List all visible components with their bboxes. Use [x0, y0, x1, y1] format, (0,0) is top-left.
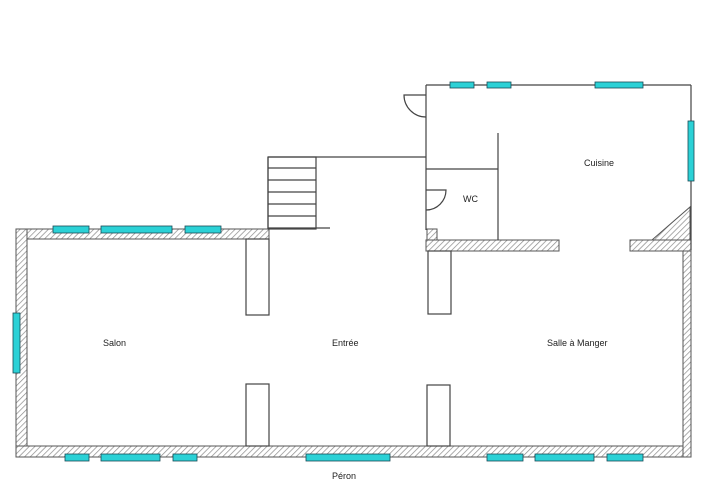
window [606, 453, 644, 462]
staircase [267, 156, 330, 230]
label-salon: Salon [103, 338, 126, 348]
wall-right [682, 249, 692, 458]
window [52, 225, 90, 234]
pillar-upper-left [245, 238, 270, 316]
stairs-frame [267, 156, 317, 230]
pillars [245, 238, 452, 447]
wall-corner-block [426, 228, 438, 241]
thin-walls [267, 84, 692, 250]
label-wc: WC [463, 194, 478, 204]
window [64, 453, 90, 462]
window [449, 81, 475, 89]
label-entree: Entrée [332, 338, 359, 348]
front-door [305, 453, 391, 462]
window [594, 81, 644, 89]
pillar-lower-right [426, 384, 451, 447]
pillar-upper-right [427, 250, 452, 315]
chimney [650, 205, 691, 241]
label-cuisine: Cuisine [584, 158, 614, 168]
window [486, 81, 512, 89]
window [12, 312, 21, 374]
window [184, 225, 222, 234]
label-peron: Péron [332, 471, 356, 481]
window [534, 453, 595, 462]
outer-walls [15, 205, 692, 458]
window [486, 453, 524, 462]
door-swing-wc [425, 189, 447, 211]
door-swing-top [403, 94, 427, 118]
windows [12, 81, 695, 462]
window [687, 120, 695, 182]
pillar-lower-left [245, 383, 270, 447]
wall-partition-right [629, 239, 692, 252]
label-salle-a-manger: Salle à Manger [547, 338, 608, 348]
room-labels: Salon Entrée Salle à Manger Cuisine WC P… [103, 158, 614, 481]
window [172, 453, 198, 462]
window [100, 225, 173, 234]
wall-partition-left [425, 239, 560, 252]
window [100, 453, 161, 462]
